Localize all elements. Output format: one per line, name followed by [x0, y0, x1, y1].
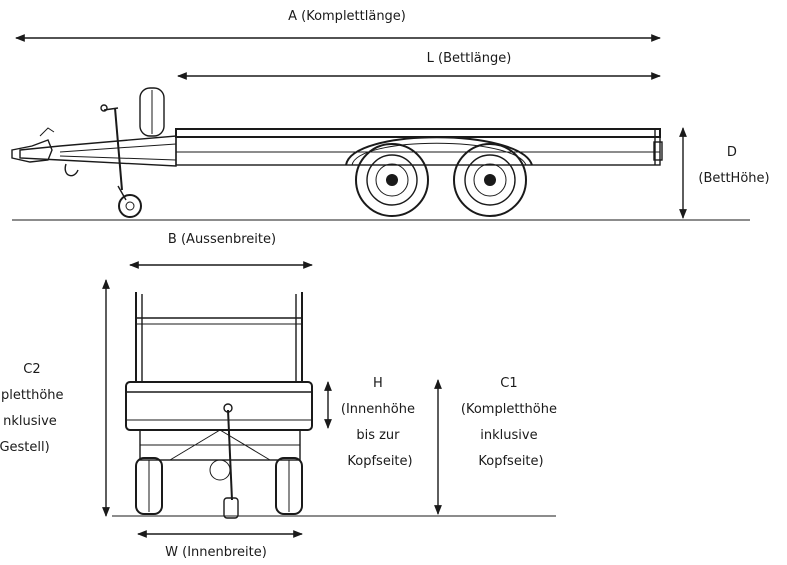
side-jockey-post — [114, 107, 123, 191]
side-wheel-rear — [453, 143, 527, 217]
dimension-b-label: B (Aussenbreite) — [168, 232, 276, 247]
rear-wheel-left — [135, 457, 163, 515]
rear-bed-box — [125, 381, 313, 431]
trailer-rear-view — [112, 292, 556, 519]
side-coupling — [11, 139, 53, 163]
dimension-a-label: A (Komplettlänge) — [288, 9, 406, 24]
dimension-c1-label: C1 (Kompletthöhe inklusive Kopfseite) — [461, 376, 561, 469]
side-bed-body — [175, 136, 661, 166]
side-jockey-wheel — [118, 194, 142, 218]
side-mudguard — [345, 136, 533, 166]
dimension-d-label: D (BettHöhe) — [698, 145, 769, 186]
side-drawbar — [19, 135, 177, 167]
dimension-c2-label: C2 mpletthöhe nklusive -Gestell) — [0, 362, 68, 455]
trailer-side-view — [11, 87, 750, 221]
side-spare-wheel — [139, 87, 165, 137]
dimension-w-label: W (Innenbreite) — [165, 545, 267, 560]
side-wheel-front — [355, 143, 429, 217]
dimension-l-label: L (Bettlänge) — [427, 51, 512, 66]
rear-jockey-post — [227, 409, 233, 501]
rear-wheel-right — [275, 457, 303, 515]
dimension-h-label: H (Innenhöhe bis zur Kopfseite) — [341, 376, 419, 469]
side-bed-rail — [175, 128, 661, 138]
